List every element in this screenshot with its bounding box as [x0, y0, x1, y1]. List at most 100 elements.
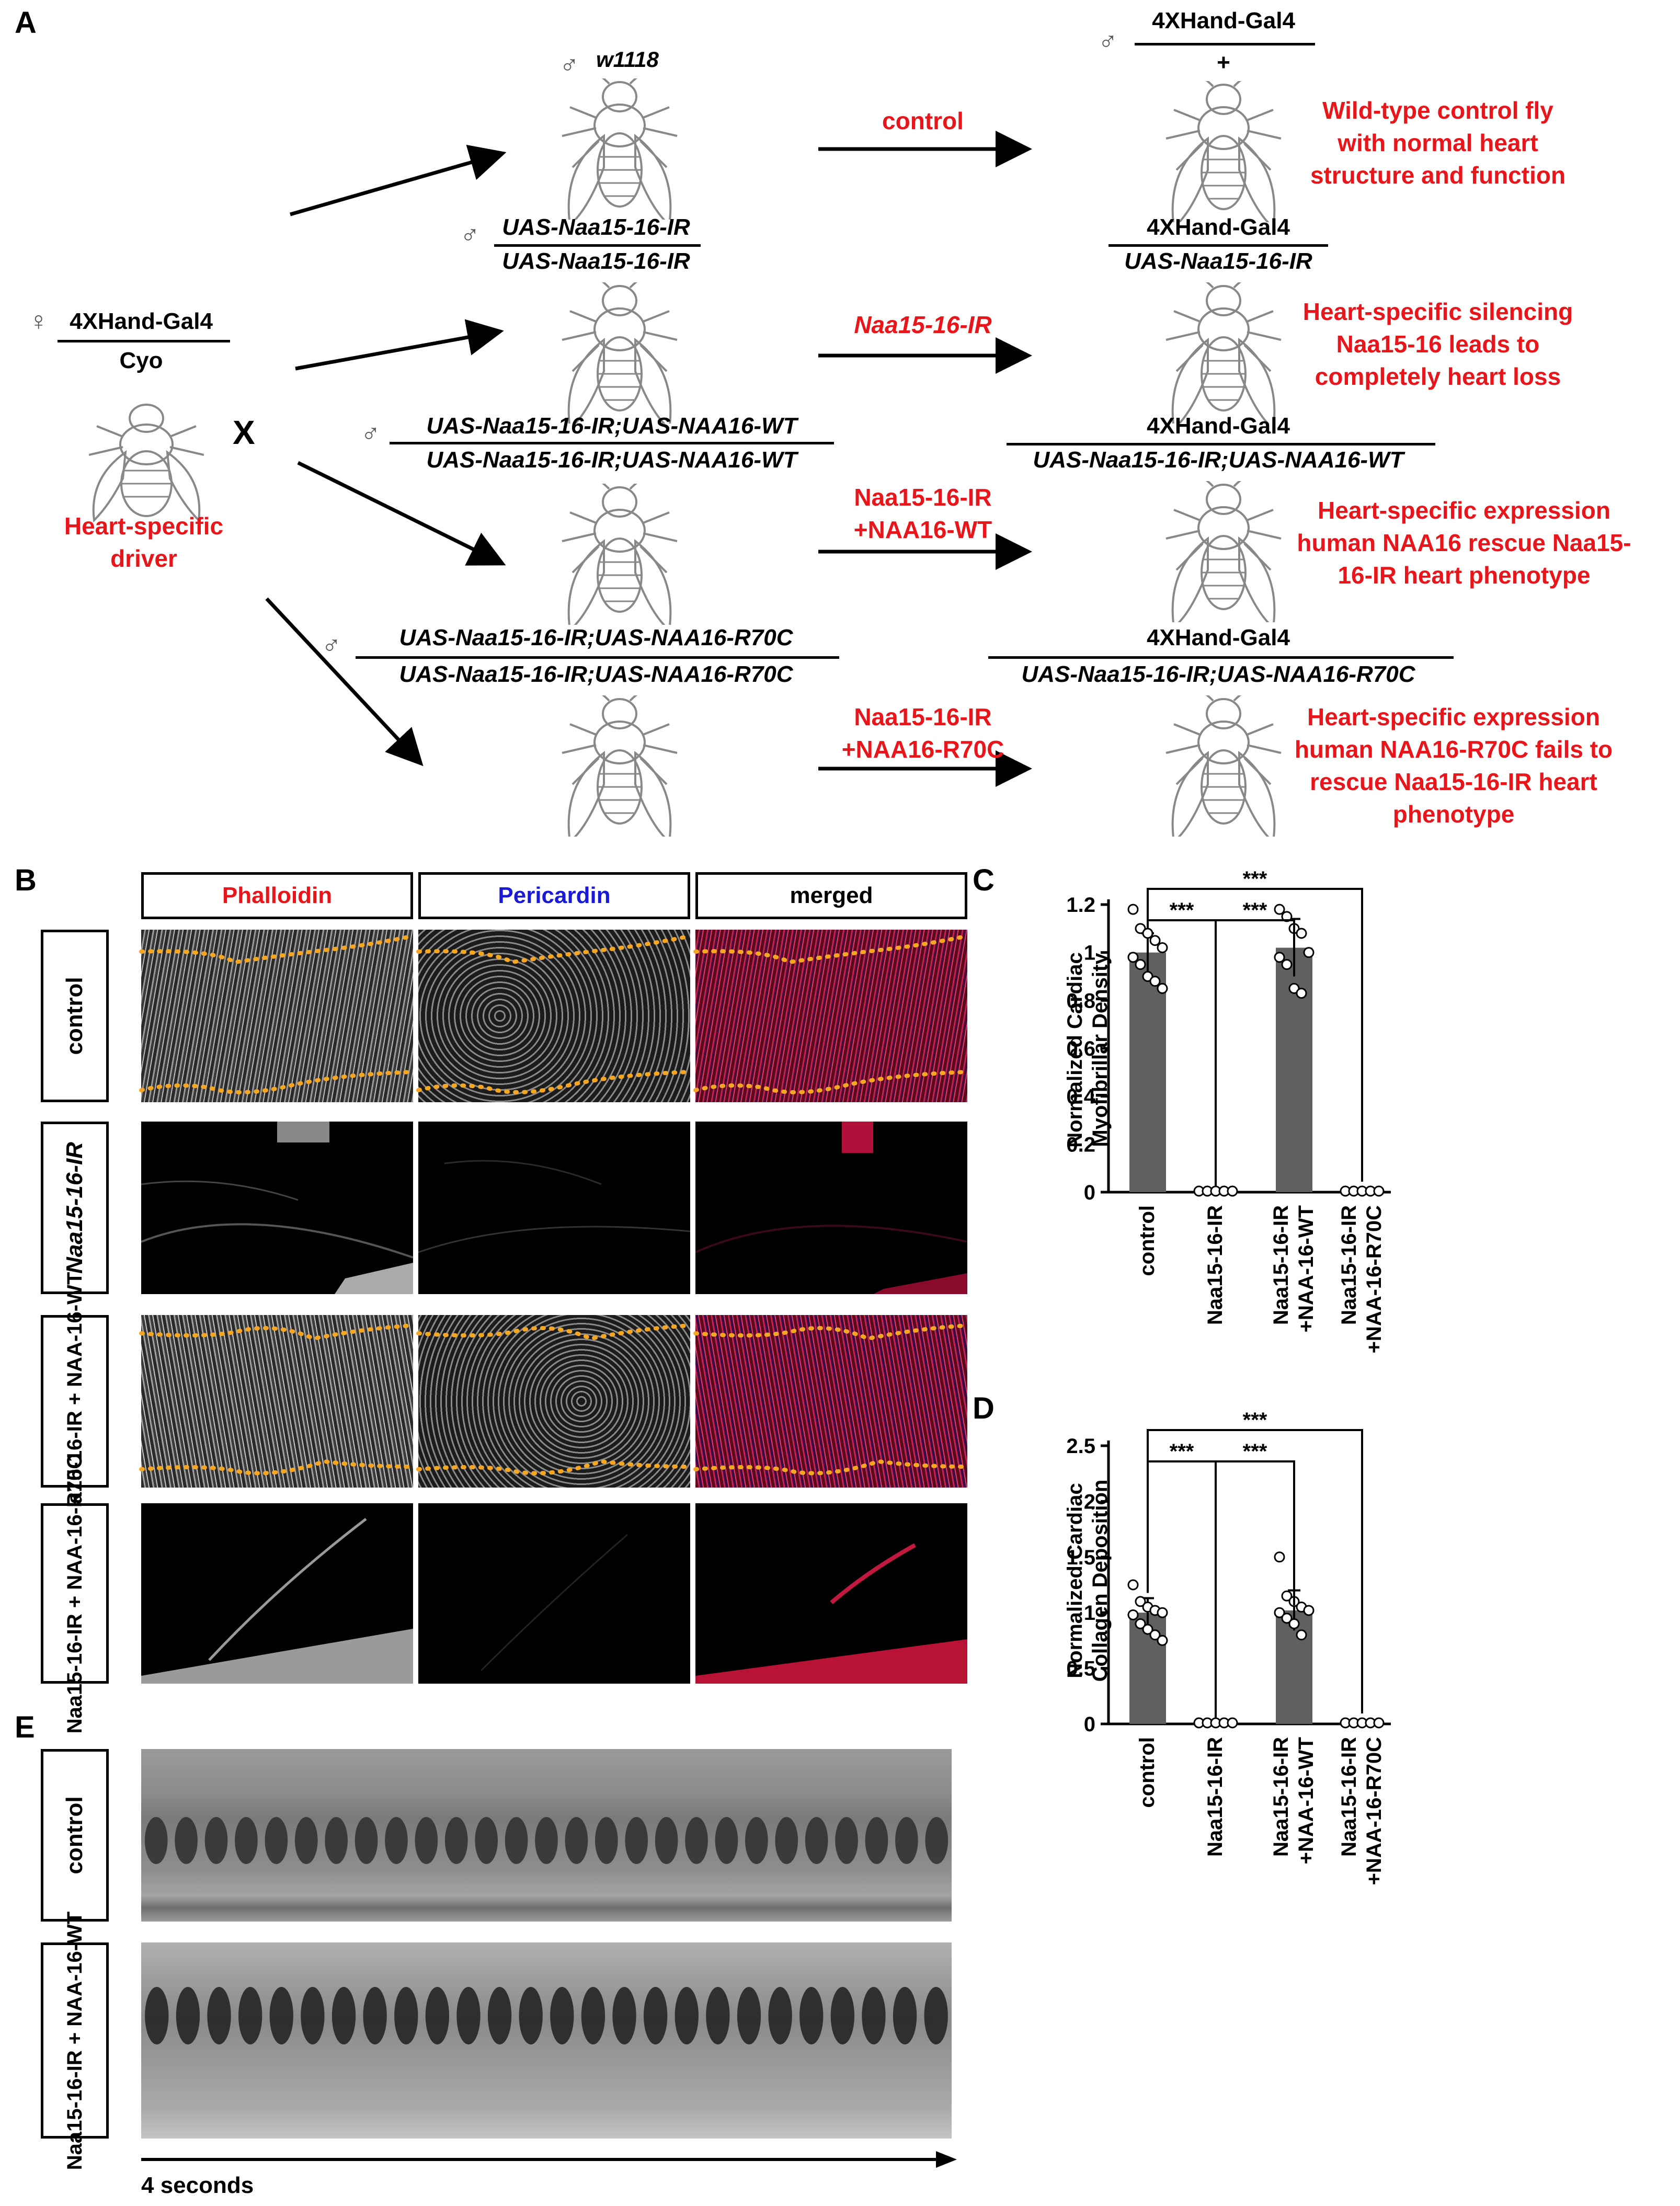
kymo-label-control-text: control — [62, 1796, 87, 1874]
heartbeat-mark — [625, 1817, 648, 1864]
data-point — [1296, 928, 1307, 939]
x-tick-label-line: +NAA-16-R70C — [1363, 1737, 1386, 1885]
heartbeat-mark — [207, 1987, 231, 2044]
female-genotype-top: 4XHand-Gal4 — [52, 308, 230, 335]
x-tick-label: Naa15-16-IR+NAA-16-WT — [1270, 1737, 1318, 1864]
significance-label: *** — [1243, 899, 1267, 922]
image-knockdown-merged — [695, 1122, 967, 1294]
heartbeat-mark — [505, 1817, 528, 1864]
heartbeat-mark — [415, 1817, 438, 1864]
heartbeat-mark — [565, 1817, 588, 1864]
image-control-merged — [695, 930, 967, 1102]
row3-parent-top: UAS-Naa15-16-IR;UAS-NAA16-WT — [426, 413, 797, 439]
arrow-to-row2 — [295, 319, 504, 371]
data-point — [1373, 1717, 1385, 1729]
progeny1-bottom: + — [1217, 50, 1230, 75]
row4-parent-top: UAS-Naa15-16-IR;UAS-NAA16-R70C — [399, 625, 793, 650]
panel-letter-c: C — [973, 863, 995, 897]
data-point — [1227, 1717, 1238, 1729]
image-control-phalloidin — [141, 930, 413, 1102]
arrow-label-row3: Naa15-16-IR +NAA16-WT — [853, 484, 992, 543]
heartbeat-mark — [655, 1817, 678, 1864]
heartbeat-mark — [519, 1987, 543, 2044]
heartbeat-mark — [595, 1817, 618, 1864]
data-point — [1157, 982, 1168, 994]
heartbeat-mark — [325, 1817, 348, 1864]
y-tick-label: 0.4 — [1066, 1085, 1095, 1108]
row4-parent-line — [356, 656, 839, 659]
heartbeat-mark — [363, 1987, 387, 2044]
y-tick-label: 0.6 — [1066, 1037, 1095, 1060]
progeny1-line — [1135, 43, 1315, 45]
data-point — [1296, 988, 1307, 999]
row2-parent-top: UAS-Naa15-16-IR — [502, 214, 690, 240]
heartbeat-mark — [175, 1817, 198, 1864]
data-point — [1296, 1629, 1307, 1641]
panel-letter-d: D — [973, 1391, 995, 1425]
heartbeat-mark — [238, 1987, 262, 2044]
data-point — [1274, 904, 1285, 915]
y-tick-label: 2 — [1084, 1490, 1095, 1513]
female-genotype-bottom: Cyo — [119, 348, 163, 373]
heartbeat-mark — [444, 1817, 468, 1864]
heartbeat-mark — [675, 1987, 699, 2044]
male-symbol-row1: ♂ — [559, 50, 579, 79]
heartbeat-mark — [332, 1987, 356, 2044]
result-row4: Heart-specific expression human NAA16-R7… — [1294, 703, 1613, 828]
channel-header-phalloidin: Phalloidin — [141, 872, 413, 919]
x-tick-label-line: Naa15-16-IR — [1338, 1205, 1361, 1325]
heartbeat-mark — [535, 1817, 558, 1864]
x-tick-label: control — [1136, 1205, 1159, 1276]
row1-parent-text: w1118 — [596, 47, 659, 72]
data-point — [1149, 1629, 1161, 1641]
heartbeat-mark — [644, 1987, 668, 2044]
kymograph-control — [141, 1749, 952, 1922]
progeny3-top: 4XHand-Gal4 — [1147, 413, 1290, 439]
cross-symbol: X — [233, 414, 255, 451]
heartbeat-mark — [385, 1817, 408, 1864]
progeny2-bottom: UAS-Naa15-16-IR — [1124, 248, 1312, 274]
image-wt-merged — [695, 1315, 967, 1488]
x-tick-label-line: +NAA-16-WT — [1295, 1737, 1318, 1864]
data-point — [1373, 1185, 1385, 1197]
heartbeat-mark — [895, 1817, 918, 1864]
heartbeat-mark — [925, 1817, 948, 1864]
x-tick-label: Naa15-16-IR — [1204, 1205, 1227, 1325]
data-point — [1127, 1579, 1139, 1591]
y-tick-label: 0 — [1084, 1181, 1095, 1204]
male-symbol-row3: ♂ — [361, 419, 381, 448]
data-point — [1227, 1185, 1238, 1197]
row-label-r70c: Naa15-16-IR + NAA-16-R70C — [41, 1454, 109, 1733]
panel-letter-a: A — [15, 6, 37, 40]
heart-outlines — [139, 934, 969, 1476]
row-label-control: control — [41, 930, 109, 1102]
heartbeat-mark — [294, 1817, 318, 1864]
heartbeat-mark — [893, 1987, 917, 2044]
result-row3: Heart-specific expression human NAA16 re… — [1297, 497, 1631, 589]
significance-label: *** — [1243, 1440, 1267, 1463]
y-tick-label: 1 — [1084, 1602, 1095, 1625]
result-row2: Heart-specific silencing Naa15-16 leads … — [1302, 298, 1573, 390]
kymo-label-wt: Naa15-16-IR + NAA-16-WT — [41, 1911, 109, 2170]
arrow-label-row4: Naa15-16-IR +NAA16-R70C — [841, 703, 1004, 763]
progeny3-line — [1007, 443, 1435, 445]
data-point — [1281, 1613, 1293, 1624]
result-row1: Wild-type control fly with normal heart … — [1310, 97, 1566, 189]
heartbeat-mark — [612, 1987, 636, 2044]
kymo-label-control: control — [41, 1749, 109, 1922]
data-point — [1157, 1635, 1168, 1646]
heartbeat-mark — [235, 1817, 258, 1864]
panel-letter-b: B — [15, 863, 37, 897]
x-tick-label: Naa15-16-IR+NAA-16-WT — [1270, 1205, 1318, 1332]
data-point — [1127, 952, 1139, 963]
channel-header-pericardin: Pericardin — [418, 872, 690, 919]
bracket-control-r70c — [1147, 1429, 1363, 1713]
heartbeat-mark — [805, 1817, 828, 1864]
heartbeat-mark — [355, 1817, 378, 1864]
arrow-label-row2: Naa15-16-IR — [854, 311, 992, 338]
time-label: 4 seconds — [141, 2173, 254, 2198]
female-symbol: ♀ — [29, 306, 49, 336]
y-tick-label: 2.5 — [1066, 1435, 1095, 1458]
progeny1-top: 4XHand-Gal4 — [1152, 8, 1295, 33]
row4-parent-bottom: UAS-Naa15-16-IR;UAS-NAA16-R70C — [399, 661, 793, 687]
